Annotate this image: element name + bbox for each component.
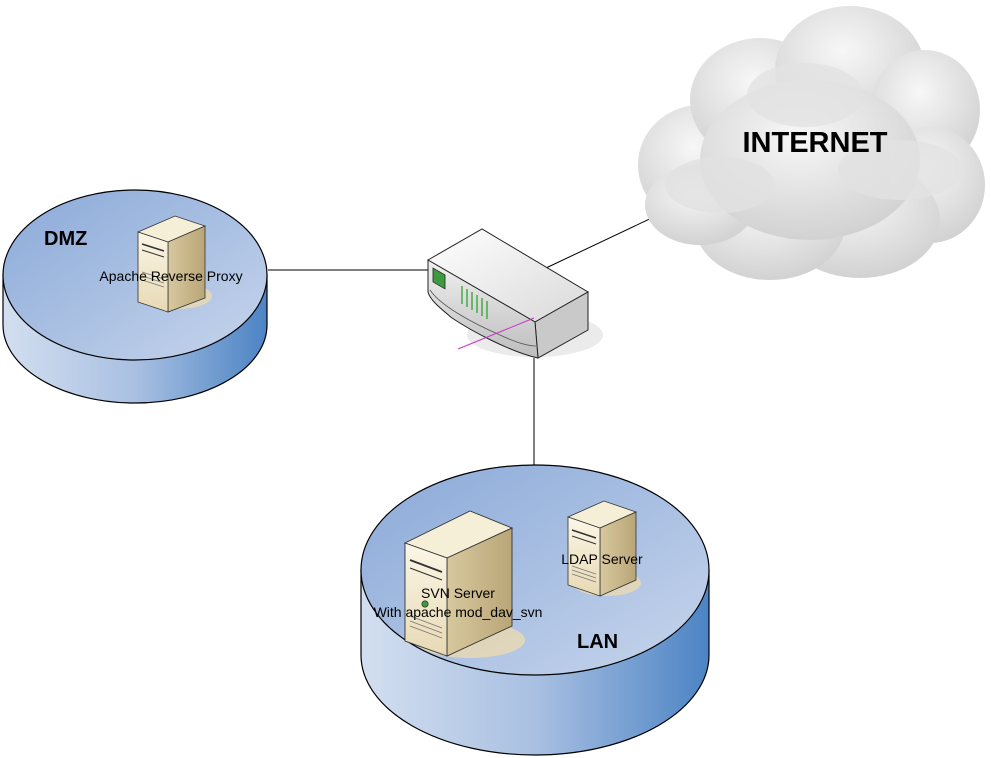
dmz-server	[136, 215, 212, 313]
internet-cloud: INTERNET	[638, 6, 985, 280]
dmz-server-label: Apache Reverse Proxy	[99, 268, 242, 284]
cloud-icon	[638, 6, 985, 280]
ldap-server	[566, 500, 641, 597]
router	[426, 228, 603, 359]
server-icon	[566, 500, 641, 597]
dmz-zone: DMZ Apache Reverse Proxy	[2, 189, 268, 404]
ldap-server-label: LDAP Server	[561, 551, 643, 567]
svn-server-label-line2: With apache mod_dav_svn	[374, 604, 543, 620]
svn-server	[403, 510, 525, 658]
dmz-label: DMZ	[44, 228, 87, 250]
lan-label: LAN	[577, 631, 618, 653]
svn-server-label-line1: SVN Server	[421, 585, 495, 601]
internet-label: INTERNET	[743, 127, 888, 159]
server-icon	[136, 215, 212, 313]
lan-zone: LAN SVN Server With apache mod_dav_svn	[360, 464, 710, 756]
server-icon	[403, 510, 525, 658]
link-router-internet	[545, 214, 659, 269]
connections	[268, 214, 659, 465]
router-icon	[426, 228, 603, 359]
